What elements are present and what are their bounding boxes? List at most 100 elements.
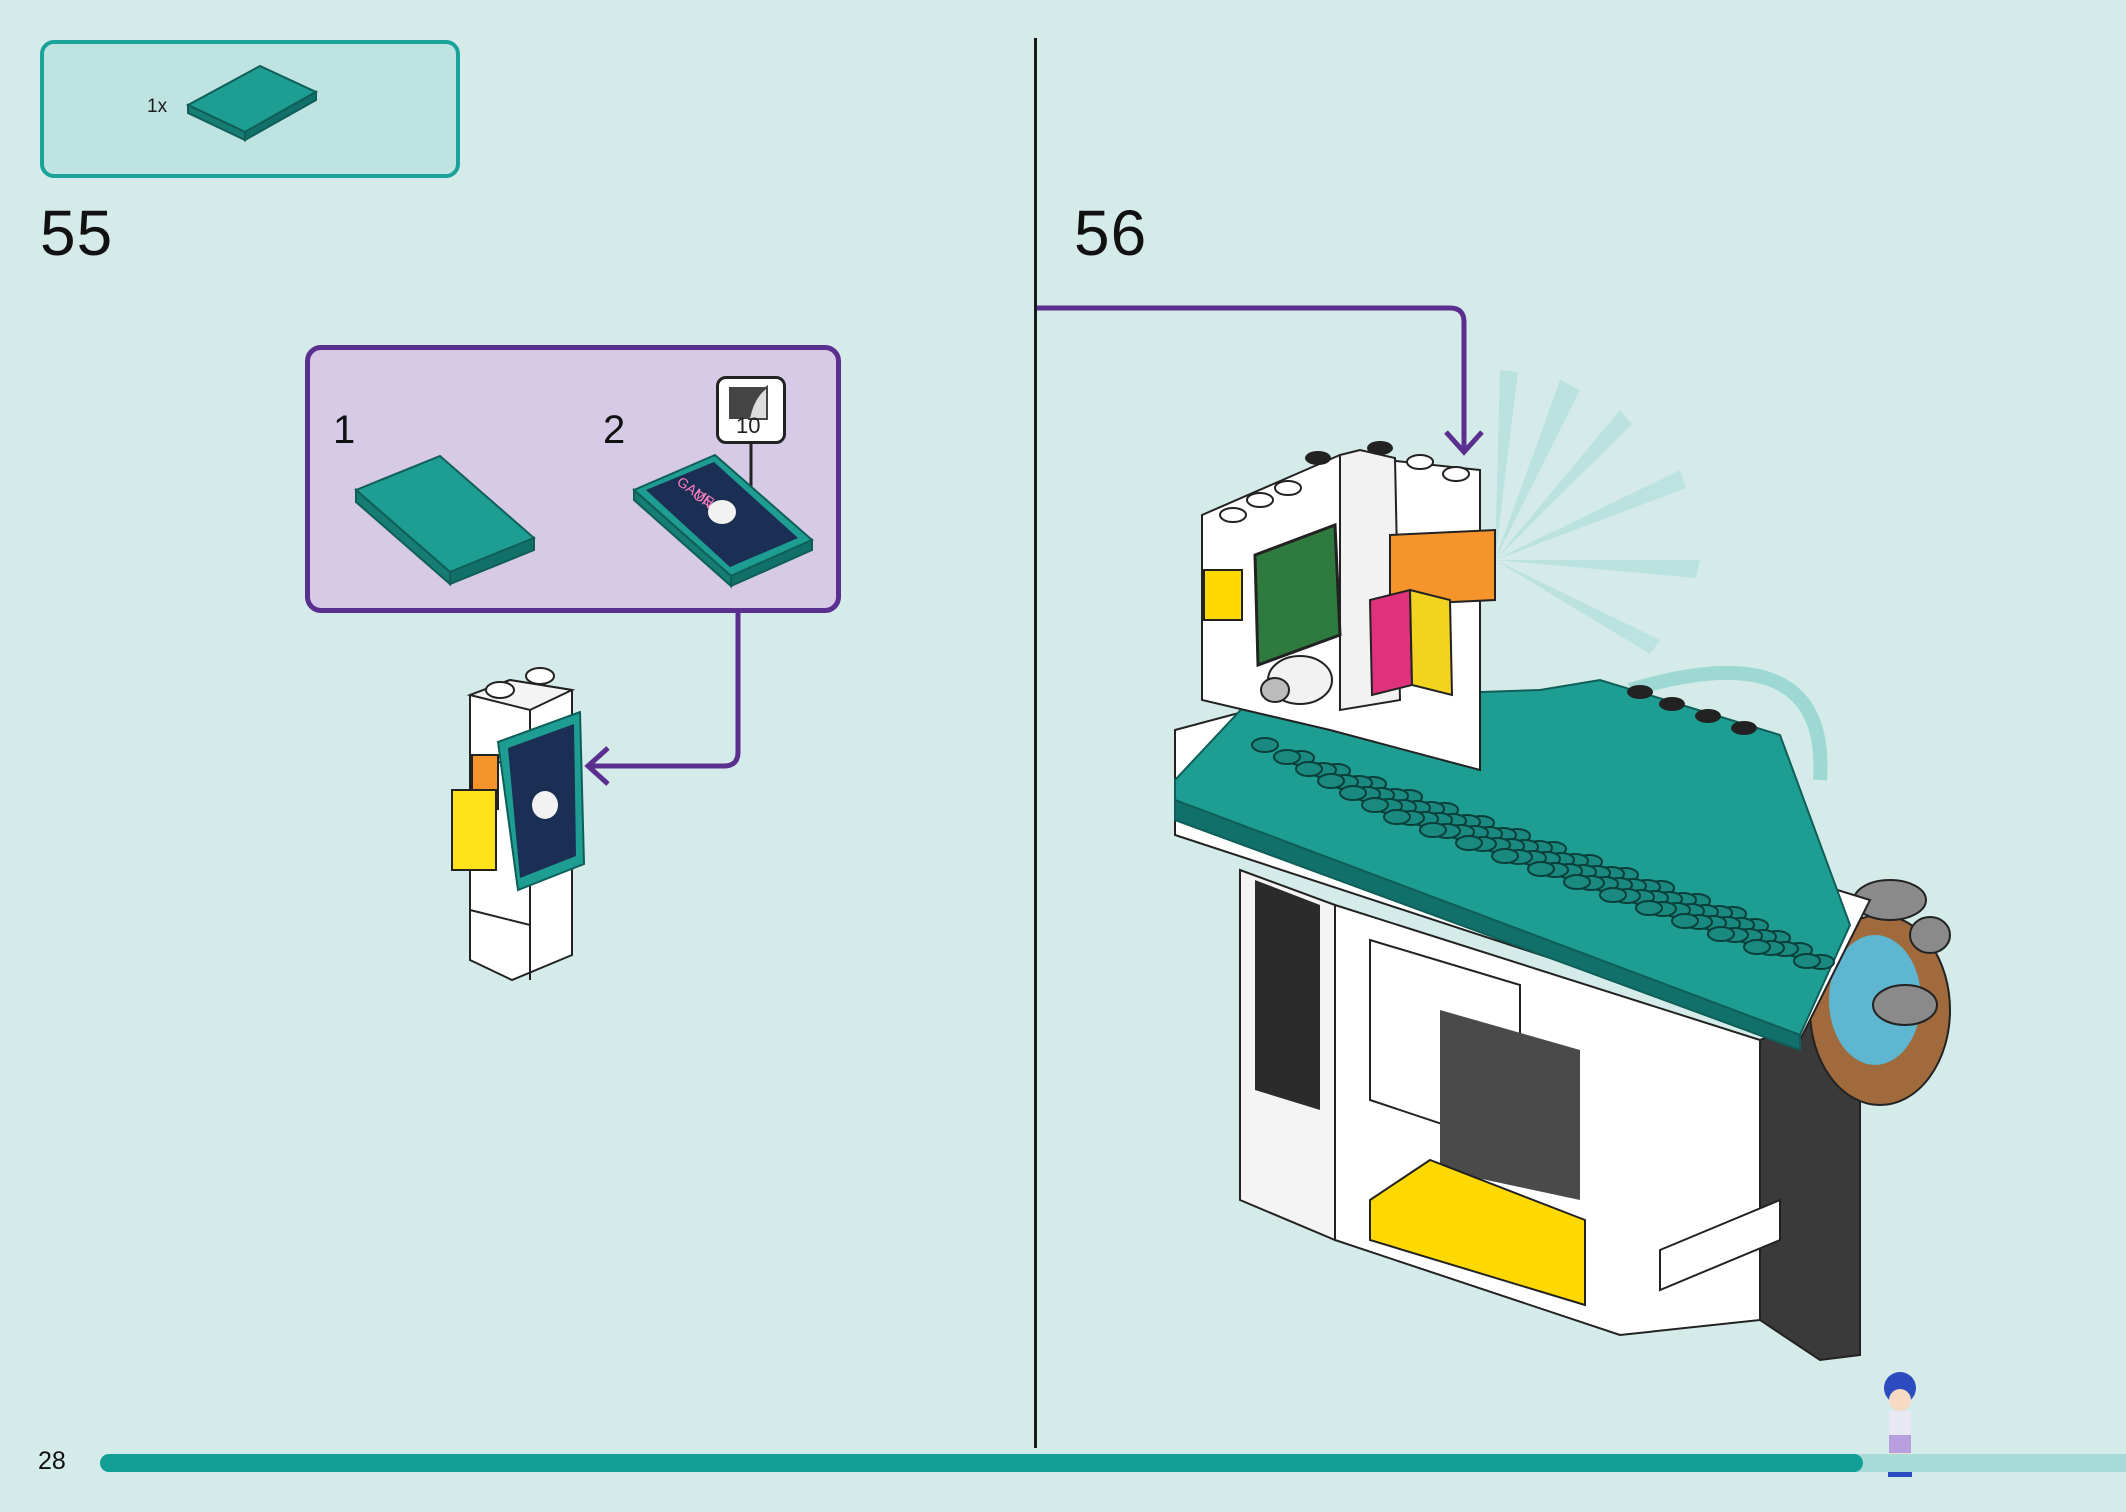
plate-stud xyxy=(1575,854,1603,870)
plate-stud xyxy=(1381,788,1409,804)
plate-stud xyxy=(1353,786,1381,802)
plate-stud xyxy=(1669,892,1697,908)
plate-stud xyxy=(1611,867,1639,883)
plate-stud xyxy=(1403,800,1431,816)
plate-stud xyxy=(1597,866,1625,882)
plate-stud xyxy=(1641,890,1669,906)
plate-stud xyxy=(1483,837,1511,853)
plate-stud xyxy=(1419,822,1447,838)
plate-stud xyxy=(1447,824,1475,840)
progress-bar-fill xyxy=(100,1454,1863,1472)
step55-assembly xyxy=(451,667,586,982)
sticker-callout-badge xyxy=(716,376,786,444)
plate-stud xyxy=(1411,811,1439,827)
substep-number-1: 1 xyxy=(333,408,356,452)
plate-stud xyxy=(1577,875,1605,891)
plate-stud xyxy=(1627,889,1655,905)
plate-stud xyxy=(1605,877,1633,893)
plate-stud xyxy=(1533,851,1561,867)
plate-stud xyxy=(1505,849,1533,865)
plate-stud xyxy=(1677,903,1705,919)
plate-stud xyxy=(1569,864,1597,880)
plate-stud xyxy=(1527,861,1555,877)
plate-stud xyxy=(1699,915,1727,931)
plate-stud xyxy=(1317,773,1345,789)
plate-stud xyxy=(1749,929,1777,945)
plate-stud xyxy=(1331,774,1359,790)
plate-stud xyxy=(1395,789,1423,805)
plate-stud xyxy=(1743,939,1771,955)
teal-plate-studs xyxy=(1251,737,1835,970)
plate-stud xyxy=(1251,737,1279,753)
plate-stud xyxy=(1741,918,1769,934)
plate-stud xyxy=(1635,900,1663,916)
plate-stud xyxy=(1671,913,1699,929)
plate-stud xyxy=(1727,917,1755,933)
plate-stud xyxy=(1511,839,1539,855)
plate-stud xyxy=(1721,927,1749,943)
plate-stud xyxy=(1375,798,1403,814)
plate-stud xyxy=(1793,953,1821,969)
plate-stud xyxy=(1525,840,1553,856)
plate-stud xyxy=(1771,941,1799,957)
plate-stud xyxy=(1647,880,1675,896)
plate-stud xyxy=(1613,888,1641,904)
plate-stud xyxy=(1591,876,1619,892)
plate-stud xyxy=(1649,901,1677,917)
plate-stud xyxy=(1383,809,1411,825)
plate-stud xyxy=(1475,826,1503,842)
plate-stud xyxy=(1433,823,1461,839)
plate-stud xyxy=(1583,865,1611,881)
plate-stud xyxy=(1547,852,1575,868)
plate-stud xyxy=(1519,850,1547,866)
plate-stud xyxy=(1367,787,1395,803)
step-number-55: 55 xyxy=(40,197,114,269)
plate-stud xyxy=(1599,887,1627,903)
plate-stud xyxy=(1323,763,1351,779)
plate-stud xyxy=(1273,749,1301,765)
plate-stud xyxy=(1439,813,1467,829)
parts-quantity: 1x xyxy=(147,96,168,117)
plate-stud xyxy=(1345,775,1373,791)
sticker-number: 10 xyxy=(736,413,761,438)
plate-stud xyxy=(1431,802,1459,818)
plate-stud xyxy=(1491,848,1519,864)
plate-stud xyxy=(1489,827,1517,843)
plate-stud xyxy=(1339,785,1367,801)
plate-stud xyxy=(1705,905,1733,921)
plate-stud xyxy=(1397,810,1425,826)
plate-stud xyxy=(1685,914,1713,930)
plate-stud xyxy=(1287,750,1315,766)
plate-stud xyxy=(1455,835,1483,851)
plate-stud xyxy=(1417,801,1445,817)
plate-stud xyxy=(1453,814,1481,830)
plate-stud xyxy=(1561,853,1589,869)
plate-stud xyxy=(1425,812,1453,828)
plate-stud xyxy=(1467,815,1495,831)
plate-stud xyxy=(1719,906,1747,922)
substep-number-2: 2 xyxy=(603,408,626,452)
parts-list-box xyxy=(40,40,460,178)
plate-stud xyxy=(1541,862,1569,878)
page-number: 28 xyxy=(38,1447,66,1475)
plate-stud xyxy=(1497,838,1525,854)
plate-stud xyxy=(1309,762,1337,778)
plate-stud xyxy=(1359,776,1387,792)
plate-stud xyxy=(1663,902,1691,918)
plate-stud xyxy=(1807,954,1835,970)
plate-stud xyxy=(1763,930,1791,946)
plate-stud xyxy=(1503,828,1531,844)
plate-stud xyxy=(1619,878,1647,894)
plate-stud xyxy=(1713,916,1741,932)
plate-stud xyxy=(1655,891,1683,907)
plate-stud xyxy=(1785,942,1813,958)
plate-stud xyxy=(1555,863,1583,879)
step-number-56: 56 xyxy=(1074,197,1148,269)
plate-stud xyxy=(1691,904,1719,920)
step56-assembly xyxy=(1174,441,1951,1362)
plate-stud xyxy=(1735,928,1763,944)
plate-stud xyxy=(1539,841,1567,857)
plate-stud xyxy=(1469,836,1497,852)
